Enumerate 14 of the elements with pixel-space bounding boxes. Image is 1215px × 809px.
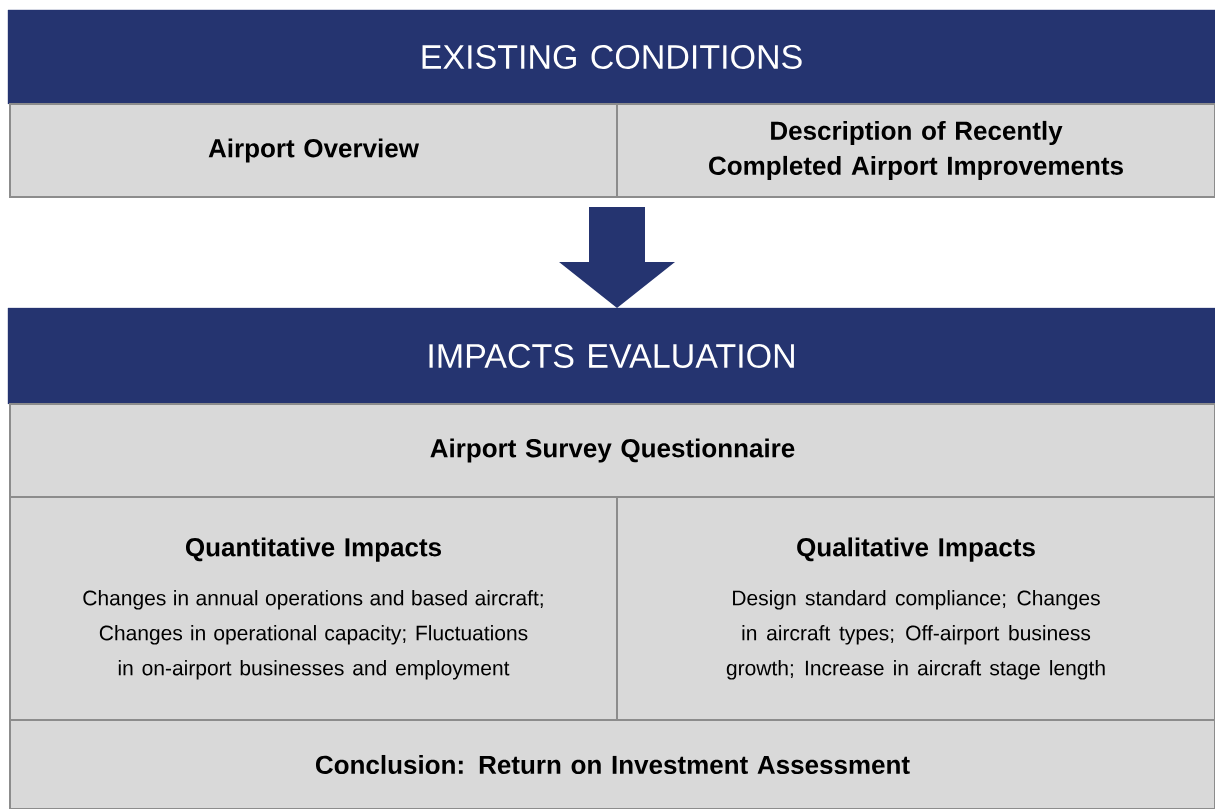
node-label: Description of Recently Completed Airport Improvements <box>709 120 1123 181</box>
section-header: EXISTING CONDITIONS <box>7 9 1215 105</box>
node-label: Airport Survey Questionnaire <box>430 438 795 463</box>
section-header: IMPACTS EVALUATION <box>7 307 1215 405</box>
block-arrow <box>559 207 675 308</box>
cell-box: Airport Overview <box>9 103 618 198</box>
cell-box: Description of Recently Completed Airport Improvements <box>616 103 1215 198</box>
node-label: Qualitative Impacts <box>797 537 1035 562</box>
cell-box: Qualitative Impacts Design standard compliance; Changes in aircraft types; Off-airport business growth; Increase in aircraft stage length <box>616 496 1215 721</box>
cell-box: Quantitative Impacts Changes in annual operations and based aircraft; Changes in operational capacity; Fluctuations in on-airport businesses and employment <box>9 496 618 721</box>
node-label: Conclusion: Return on Investment Assessment <box>315 754 910 775</box>
node-label: Design standard compliance; Changes in aircraft types; Off-airport business growth; Increase in aircraft stage length <box>726 590 1105 680</box>
cell-box: Conclusion: Return on Investment Assessment <box>9 719 1215 809</box>
cell-box: Airport Survey Questionnaire <box>9 403 1215 498</box>
